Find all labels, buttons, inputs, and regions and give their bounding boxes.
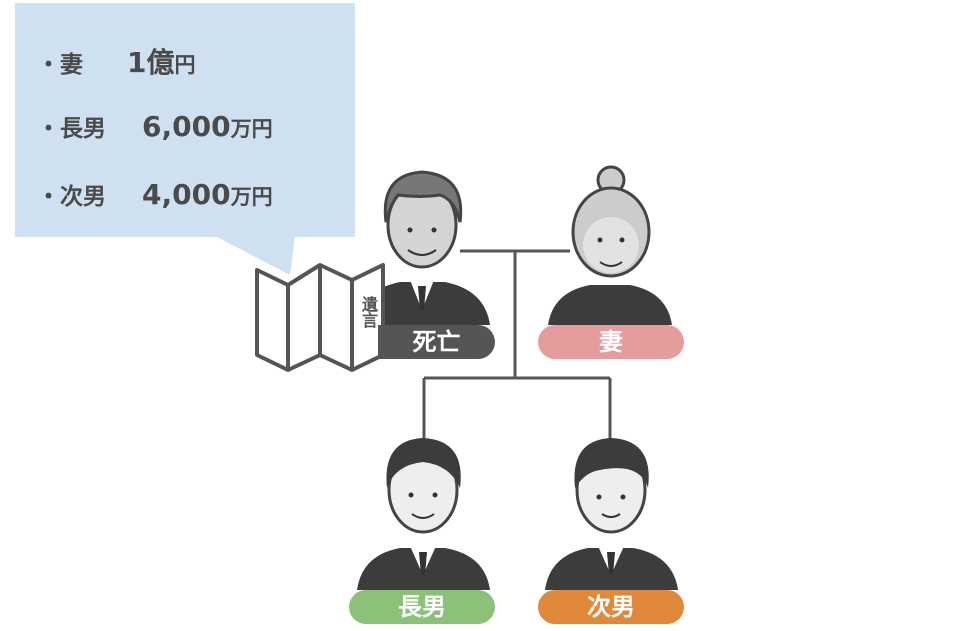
wife-figure	[548, 165, 672, 325]
share-row-eldest-son: ・長男 6,000万円	[37, 109, 273, 143]
will-label: 遺言	[359, 296, 378, 328]
share-unit: 万円	[230, 117, 273, 141]
eldest-son-label: 長男	[349, 590, 495, 624]
heir-name: ・妻	[37, 52, 83, 78]
share-amount: 4,000	[142, 178, 231, 211]
share-unit: 円	[174, 53, 196, 77]
eldest-son-figure	[357, 438, 490, 590]
share-amount: 6,000	[142, 110, 231, 143]
second-son-label: 次男	[538, 590, 684, 624]
heir-name: ・次男	[37, 184, 106, 210]
speech-bubble-tail	[215, 236, 295, 275]
second-son-figure	[545, 438, 678, 590]
heir-name: ・長男	[37, 116, 106, 142]
wife-label: 妻	[538, 325, 684, 359]
share-row-wife: ・妻 1億円	[37, 41, 195, 81]
share-row-second-son: ・次男 4,000万円	[37, 177, 273, 211]
deceased-figure	[355, 170, 490, 325]
share-amount: 1億	[127, 46, 175, 79]
share-unit: 万円	[230, 185, 273, 209]
family-lines	[422, 249, 612, 440]
deceased-label: 死亡	[378, 325, 495, 359]
